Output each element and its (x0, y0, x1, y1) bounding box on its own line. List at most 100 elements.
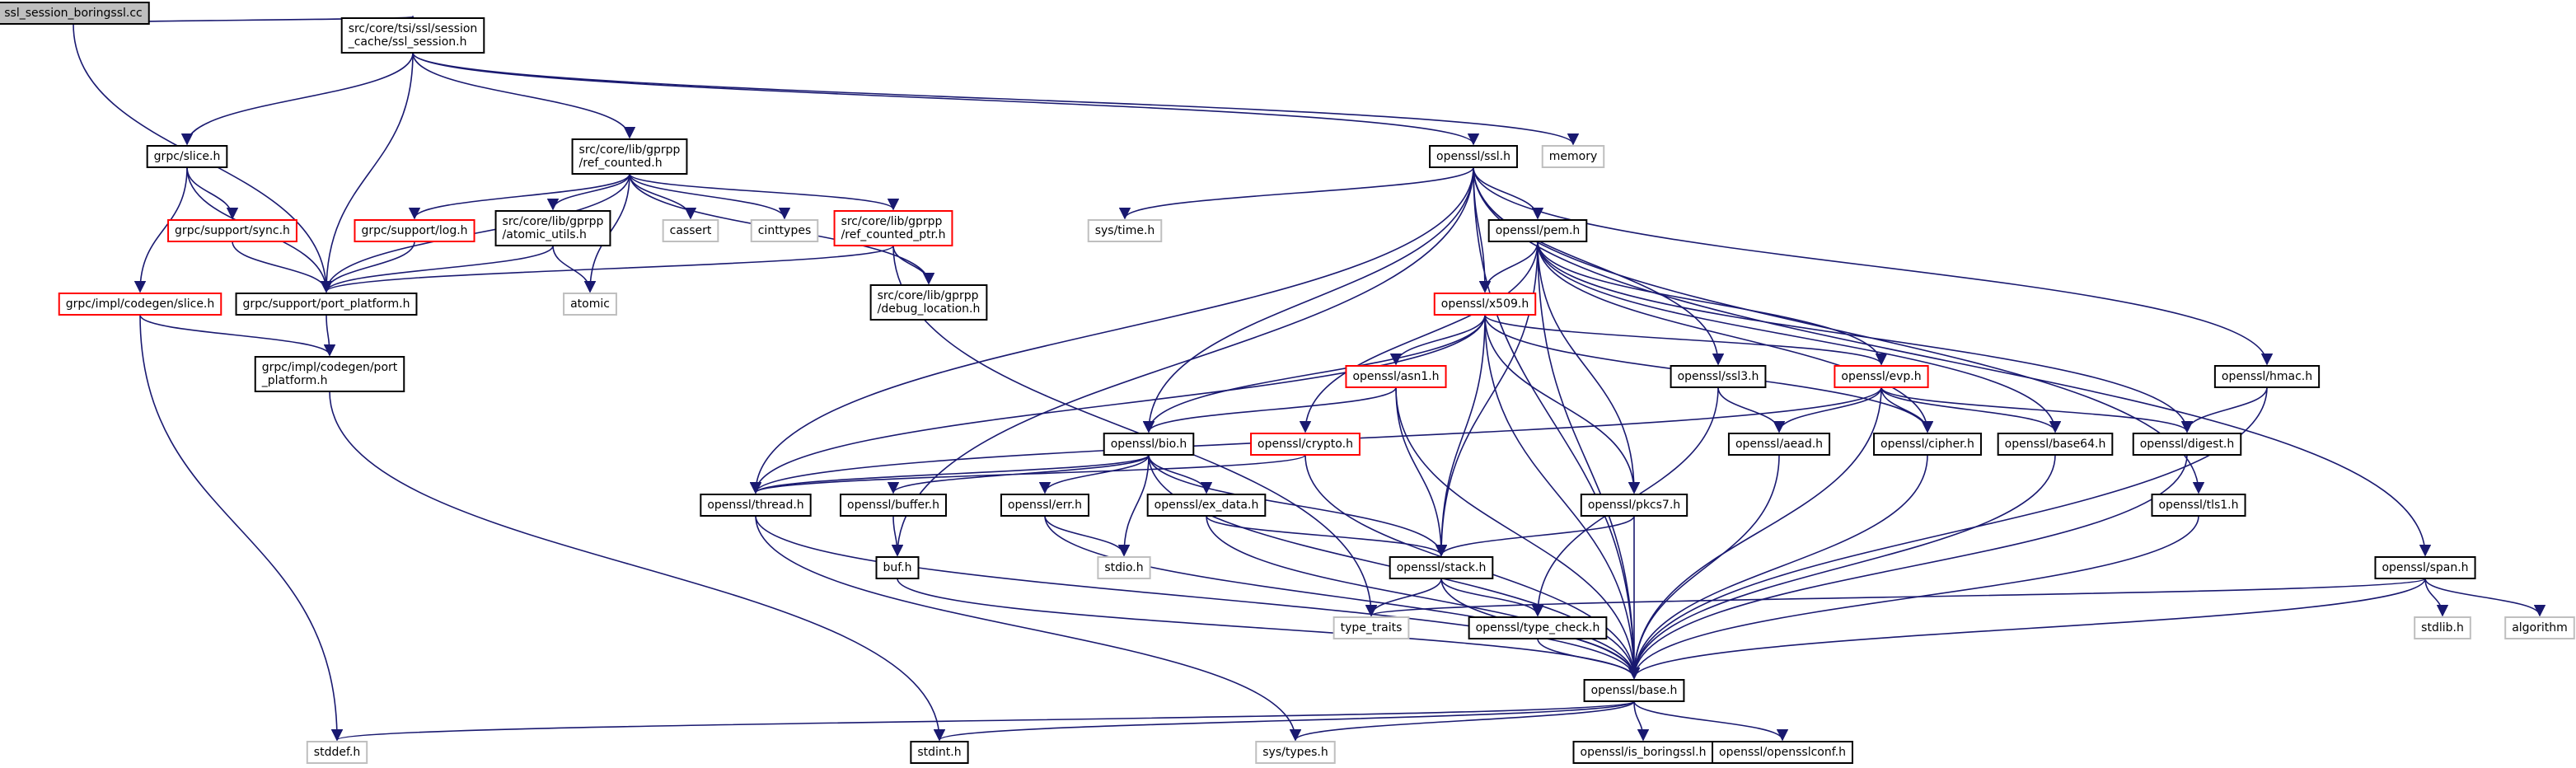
node-box (2504, 616, 2575, 639)
node-buffer-h[interactable]: openssl/buffer.h (840, 494, 947, 517)
node-is-boringssl-h[interactable]: openssl/is_boringssl.h (1572, 741, 1714, 764)
node-label: openssl/hmac.h (2222, 370, 2312, 383)
node-label: stdint.h (917, 746, 961, 759)
node-box (1332, 616, 1410, 639)
node-err-h[interactable]: openssl/err.h (1000, 494, 1090, 517)
edge-pem-h-to-digest-h (1537, 241, 2194, 433)
node-evp-h[interactable]: openssl/evp.h (1834, 365, 1929, 388)
node-bio-h[interactable]: openssl/bio.h (1103, 433, 1195, 456)
edges-layer (73, 15, 2546, 742)
node-label: openssl/tls1.h (2158, 499, 2238, 512)
node-label: openssl/buffer.h (847, 499, 939, 512)
node-box (306, 741, 368, 764)
node-label: /ref_counted.h (579, 157, 663, 170)
edge-asn1-h-to-base-h (1395, 386, 1641, 680)
node-box (1250, 433, 1361, 456)
edge-thread-h-to-base-h (755, 515, 1641, 680)
node-base-h[interactable]: openssl/base.h (1583, 679, 1685, 702)
node-debug-location-h[interactable]: src/core/lib/gprpp/debug_location.h (869, 284, 988, 321)
node-span-h[interactable]: openssl/span.h (2374, 556, 2476, 579)
node-aead-h[interactable]: openssl/aead.h (1727, 433, 1831, 456)
node-box (840, 494, 947, 517)
node-stddef-h: stddef.h (306, 741, 368, 764)
node-log-h[interactable]: grpc/support/log.h (354, 219, 475, 242)
node-slice-h[interactable]: grpc/slice.h (146, 145, 228, 168)
node-ref-counted-h[interactable]: src/core/lib/gprpp/ref_counted.h (571, 138, 688, 175)
node-box (662, 219, 719, 242)
edge-ref-counted-h-to-log-h (408, 173, 630, 220)
node-box (58, 293, 222, 316)
node-ref-counted-ptr-h[interactable]: src/core/lib/gprpp/ref_counted_ptr.h (833, 210, 953, 246)
node-asn1-h[interactable]: openssl/asn1.h (1345, 365, 1447, 388)
node-box (1255, 741, 1336, 764)
node-sys-types-h: sys/types.h (1255, 741, 1336, 764)
node-box (354, 219, 475, 242)
edge-pkcs7-h-to-stack-h (1435, 515, 1635, 557)
edge-pem-h-to-pkcs7-h (1537, 241, 1641, 494)
node-ssl-session-h[interactable]: src/core/tsi/ssl/session_cache/ssl_sessi… (340, 17, 485, 54)
node-codegen-slice-h[interactable]: grpc/impl/codegen/slice.h (58, 293, 222, 316)
node-tls1-h[interactable]: openssl/tls1.h (2151, 494, 2246, 517)
node-pem-h[interactable]: openssl/pem.h (1487, 219, 1588, 242)
edge-slice-h-to-sync-h (186, 166, 239, 220)
edge-codegen-slice-h-to-codegen-port-platform-h (139, 314, 336, 357)
edge-pem-h-to-stack-h (1435, 241, 1539, 557)
edge-span-h-to-base-h (1628, 578, 2426, 680)
edge-base-h-to-is-boringssl-h (1633, 700, 1650, 742)
edge-aead-h-to-base-h (1628, 454, 1780, 680)
node-label: openssl/asn1.h (1352, 370, 1439, 383)
edge-evp-h-to-aead-h (1773, 386, 1882, 433)
node-crypto-h[interactable]: openssl/crypto.h (1250, 433, 1361, 456)
node-label: grpc/impl/codegen/port (262, 361, 398, 374)
node-pkcs7-h[interactable]: openssl/pkcs7.h (1580, 494, 1688, 517)
node-x509-h[interactable]: openssl/x509.h (1433, 293, 1537, 316)
node-type-check-h[interactable]: openssl/type_check.h (1468, 616, 1608, 639)
edge-pem-h-to-base-h (1537, 241, 1641, 680)
node-stdint-h[interactable]: stdint.h (910, 741, 969, 764)
edge-base-h-to-opensslconf-h (1633, 700, 1789, 742)
edge-ref-counted-h-to-atomic-utils-h (546, 173, 630, 211)
node-base64-h[interactable]: openssl/base64.h (1997, 433, 2114, 456)
edge-ref-counted-h-to-port-platform-h (320, 173, 630, 293)
node-label: openssl/crypto.h (1258, 438, 1353, 451)
node-label: openssl/ssl3.h (1678, 370, 1759, 383)
edge-openssl-ssl-h-to-span-h (1473, 166, 2432, 557)
edge-ssl-session-h-to-ref-counted-h (412, 52, 636, 139)
node-codegen-port-platform-h[interactable]: grpc/impl/codegen/port_platform.h (254, 356, 405, 392)
edge-openssl-ssl-h-to-base-h (1473, 166, 1641, 680)
node-stdio-h: stdio.h (1097, 556, 1151, 579)
node-label: stdio.h (1104, 561, 1143, 574)
node-hmac-h[interactable]: openssl/hmac.h (2213, 365, 2321, 388)
node-thread-h[interactable]: openssl/thread.h (700, 494, 812, 517)
node-box (1103, 433, 1195, 456)
edge-asn1-h-to-stack-h (1395, 386, 1448, 557)
node-atomic-utils-h[interactable]: src/core/lib/gprpp/atomic_utils.h (494, 210, 611, 246)
node-ex-data-h[interactable]: openssl/ex_data.h (1146, 494, 1267, 517)
node-root[interactable]: ssl_session_boringssl.cc (0, 2, 150, 25)
node-sync-h[interactable]: grpc/support/sync.h (167, 219, 297, 242)
node-label: stdlib.h (2421, 621, 2464, 635)
node-label: cassert (670, 224, 712, 237)
node-box (2414, 616, 2471, 639)
node-buf-h[interactable]: buf.h (875, 556, 920, 579)
edge-asn1-h-to-bio-h (1142, 386, 1397, 433)
node-box (1468, 616, 1608, 639)
node-cipher-h[interactable]: openssl/cipher.h (1873, 433, 1982, 456)
edge-stack-h-to-type-check-h (1440, 578, 1544, 617)
node-opensslconf-h[interactable]: openssl/opensslconf.h (1712, 741, 1853, 764)
edge-x509-h-to-bio-h (1142, 314, 1486, 433)
node-label: openssl/cipher.h (1880, 438, 1974, 451)
edge-err-h-to-stdio-h (1044, 515, 1131, 557)
node-box (0, 2, 150, 25)
node-box (1580, 494, 1688, 517)
node-stack-h[interactable]: openssl/stack.h (1389, 556, 1494, 579)
node-port-platform-h[interactable]: grpc/support/port_platform.h (235, 293, 418, 316)
node-digest-h[interactable]: openssl/digest.h (2132, 433, 2242, 456)
node-box (1429, 145, 1518, 168)
node-label: openssl/base64.h (2005, 438, 2106, 451)
node-openssl-ssl-h[interactable]: openssl/ssl.h (1429, 145, 1518, 168)
node-ssl3-h[interactable]: openssl/ssl3.h (1670, 365, 1767, 388)
node-label: algorithm (2512, 621, 2568, 635)
